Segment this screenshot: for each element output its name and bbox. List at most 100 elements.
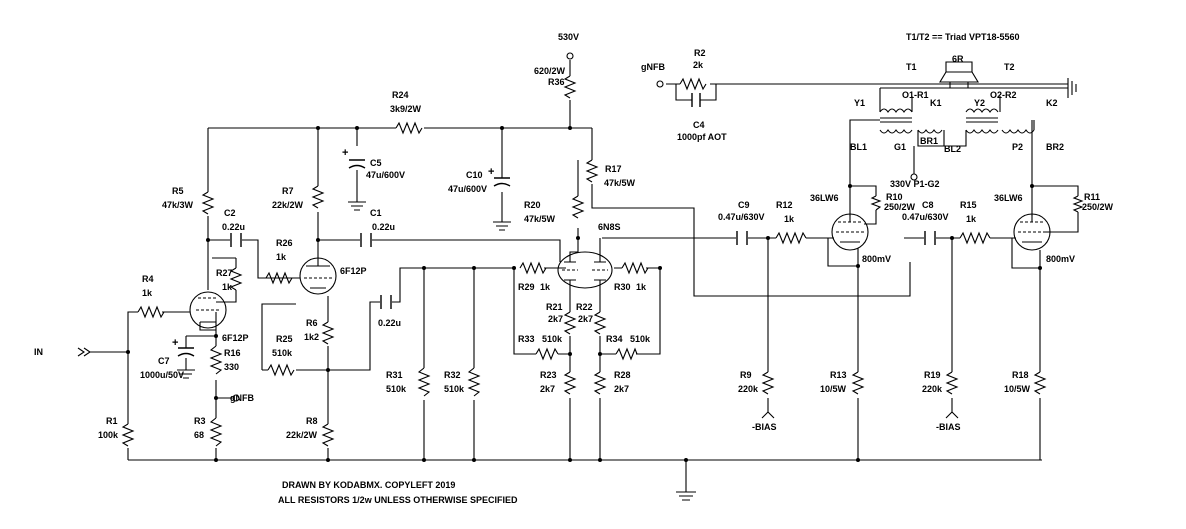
ground-icon: [177, 369, 195, 379]
resistor-r28: [593, 371, 607, 395]
r22-value: 2k7: [578, 314, 593, 324]
resistor-r36: [563, 75, 577, 99]
r23-name: R23: [540, 370, 557, 380]
c1-name: C1: [370, 208, 382, 218]
c5-value: 47u/600V: [366, 170, 405, 180]
ground-symbols: [177, 78, 1077, 501]
svg-text:+: +: [342, 147, 348, 159]
r11-value: 250/2W: [1082, 202, 1114, 212]
resistor-r15: [959, 231, 991, 245]
c9-value: 0.47u/630V: [718, 212, 765, 222]
label-tube-v4: 36LW6: [810, 193, 839, 203]
r29-value: 1k: [540, 282, 551, 292]
capacitor-c4: [691, 93, 701, 107]
r25-value: 510k: [272, 348, 293, 358]
label-k1: K1: [930, 98, 942, 108]
r24-value: 3k9/2W: [390, 104, 422, 114]
resistor-r23: [563, 371, 577, 395]
r20-name: R20: [524, 200, 541, 210]
r36-name: R36: [548, 77, 565, 87]
label-t2: T2: [1004, 62, 1015, 72]
resistor-r26: [265, 271, 293, 285]
c8-value: 0.47u/630V: [902, 212, 949, 222]
tube-v1: [189, 291, 227, 331]
resistor-r27: [229, 267, 243, 291]
resistor-r2: [675, 77, 717, 101]
r13-name: R13: [830, 370, 847, 380]
c10-name: C10: [466, 170, 483, 180]
resistor-r31: [417, 367, 431, 397]
r10-value: 250/2W: [884, 202, 916, 212]
c5-name: C5: [370, 158, 382, 168]
resistor-r13: [851, 371, 865, 395]
label-bl1: BL1: [850, 142, 867, 152]
c8-name: C8: [922, 200, 934, 210]
r28-value: 2k7: [614, 384, 629, 394]
input-arrow-icon: [77, 347, 91, 357]
tube-v2: [299, 257, 337, 295]
r30-name: R30: [614, 282, 631, 292]
resistor-r9: [761, 371, 775, 395]
svg-text:+: +: [172, 337, 178, 349]
bias-arrow-icon: [761, 411, 775, 419]
r15-name: R15: [960, 200, 977, 210]
resistor-r16: [209, 345, 223, 375]
r12-value: 1k: [784, 214, 795, 224]
r30-value: 1k: [636, 282, 647, 292]
r16-value: 330: [224, 362, 239, 372]
capacitors: + + +: [172, 93, 936, 357]
label-p1g2: 330V P1-G2: [890, 179, 940, 189]
p1g2-terminal: [910, 173, 918, 181]
c2-name: C2: [224, 208, 236, 218]
speaker-icon: [939, 61, 979, 88]
ground-icon: [493, 221, 511, 231]
r21-name: R21: [546, 302, 563, 312]
capacitor-c5: [348, 159, 366, 169]
junction-dots: [126, 126, 1042, 462]
resistor-r33: [535, 347, 559, 361]
r22-name: R22: [576, 302, 593, 312]
c7-name: C7: [158, 356, 170, 366]
r18-name: R18: [1012, 370, 1029, 380]
r26-name: R26: [276, 238, 293, 248]
resistor-r5: [201, 191, 215, 215]
resistor-r12: [775, 231, 807, 245]
capacitor-c8: [924, 231, 936, 245]
r9-name: R9: [740, 370, 752, 380]
ground-icon: [348, 201, 366, 211]
label-o2r2: O2-R2: [990, 90, 1017, 100]
tube-v5: [1013, 213, 1051, 251]
r32-value: 510k: [444, 384, 465, 394]
label-y2: Y2: [974, 98, 985, 108]
resistors: [121, 75, 1084, 447]
resistor-r19: [945, 371, 959, 395]
r3-name: R3: [194, 416, 206, 426]
r1-name: R1: [106, 416, 118, 426]
r8-value: 22k/2W: [286, 430, 318, 440]
label-tube-v2: 6F12P: [340, 266, 367, 276]
r27-value: 1k: [222, 282, 233, 292]
r34-name: R34: [606, 334, 623, 344]
r21-value: 2k7: [548, 314, 563, 324]
resistor-r7: [311, 185, 325, 209]
r6-value: 1k2: [304, 332, 319, 342]
label-gnfb-top: gNFB: [641, 62, 665, 72]
r1-value: 100k: [98, 430, 119, 440]
resistor-r32: [467, 367, 481, 397]
ground-icon: [1067, 78, 1077, 98]
r3-value: 68: [194, 430, 204, 440]
credits-line-2: ALL RESISTORS 1/2w UNLESS OTHERWISE SPEC…: [278, 495, 518, 505]
r31-name: R31: [386, 370, 403, 380]
label-r2-name: R2: [694, 48, 706, 58]
gnfb-terminal-top: [656, 80, 664, 88]
r23-value: 2k7: [540, 384, 555, 394]
resistor-r18: [1033, 371, 1047, 395]
tubes: [189, 213, 1051, 331]
r7-name: R7: [282, 186, 294, 196]
r8-name: R8: [306, 416, 318, 426]
ground-icon: [676, 491, 696, 501]
label-speaker: 6R: [952, 54, 964, 64]
c1-value: 0.22u: [372, 222, 395, 232]
resistor-r11: [1072, 195, 1084, 213]
